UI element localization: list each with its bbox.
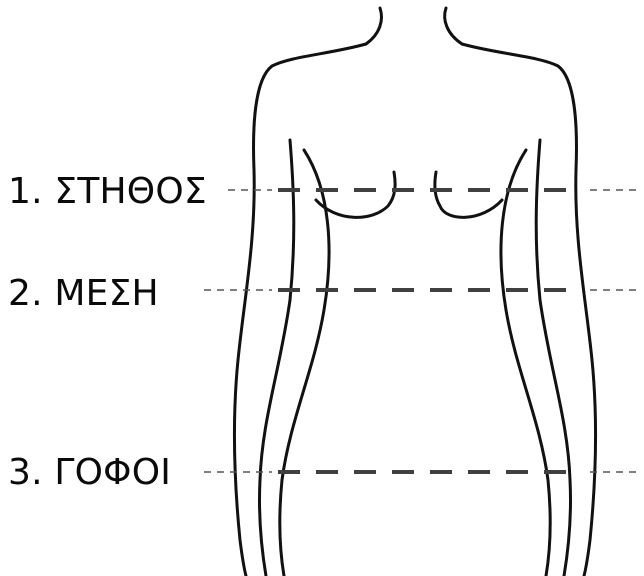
bust-label: 1. ΣΤΗΘΟΣ [8, 174, 207, 210]
right-arm-inner-line [536, 140, 570, 576]
left-torso-side-line [280, 150, 329, 576]
neck-left-line [366, 8, 381, 44]
left-arm-inner-line [259, 140, 293, 576]
right-bust-curve [435, 172, 502, 217]
left-bust-curve [316, 172, 395, 217]
waist-label: 2. ΜΕΣΗ [8, 276, 159, 312]
hips-label: 3. ΓΟΦΟΙ [8, 455, 171, 491]
right-arm-outer-line [462, 44, 596, 576]
left-arm-outer-line [234, 44, 366, 576]
neck-right-line [445, 8, 462, 44]
guide-lines [204, 190, 640, 472]
right-torso-side-line [501, 150, 550, 576]
